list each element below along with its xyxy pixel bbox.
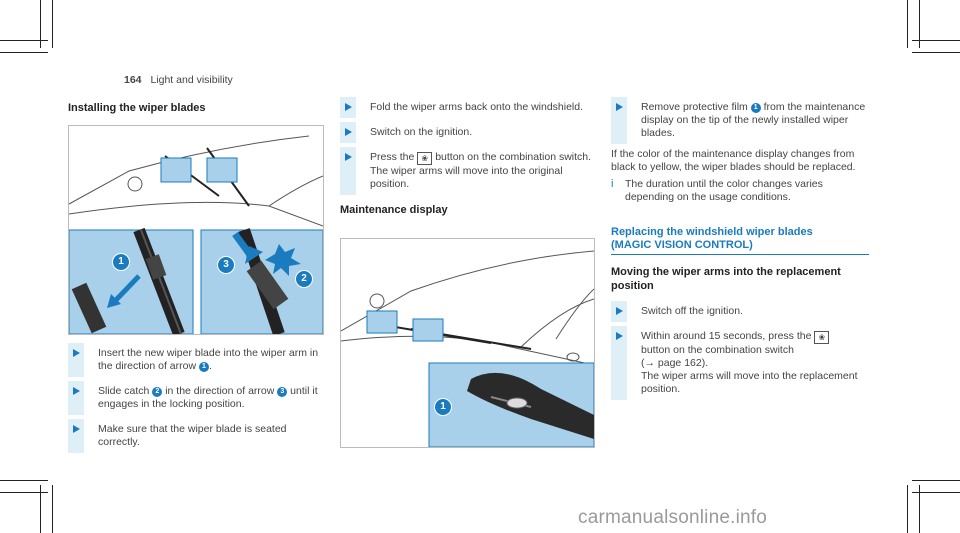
paragraph-color-change: If the color of the maintenance display … <box>611 148 856 173</box>
crop-mark <box>52 485 53 533</box>
crop-mark <box>0 492 48 493</box>
step-press-within-15s: Within around 15 seconds, press the ❀ bu… <box>611 326 869 400</box>
step-remove-film: Remove protective film 1 from the mainte… <box>611 97 869 144</box>
step-insert-blade: Insert the new wiper blade into the wipe… <box>68 343 324 377</box>
callout-2: 2 <box>295 270 313 288</box>
section-title-magic-vision: (MAGIC VISION CONTROL) <box>611 239 753 251</box>
wiper-installation-illustration <box>69 135 323 334</box>
step-arrow-icon <box>345 103 352 111</box>
subheading-moving-wiper-arms: Moving the wiper arms into the replaceme… <box>611 266 841 278</box>
step-ignition-off: Switch off the ignition. <box>611 301 869 322</box>
section-title-replacing-wiper-blades: Replacing the windshield wiper blades <box>611 226 813 238</box>
figure-wiper-installation: 1 3 2 <box>68 125 324 335</box>
crop-mark <box>0 40 48 41</box>
step-arrow-icon <box>616 103 623 111</box>
column-3-content: Remove protective film 1 from the mainte… <box>611 97 869 400</box>
crop-mark <box>0 52 48 53</box>
step-arrow-icon <box>73 349 80 357</box>
ref-3: 3 <box>277 387 288 397</box>
info-icon: i <box>611 178 614 190</box>
subheading-position: position <box>611 280 654 292</box>
step-fold-arms: Fold the wiper arms back onto the windsh… <box>340 97 596 118</box>
column-1-steps: Insert the new wiper blade into the wipe… <box>68 343 324 453</box>
watermark: carmanualsonline.info <box>578 507 768 528</box>
step-arrow-icon <box>345 153 352 161</box>
crop-mark <box>919 485 920 533</box>
crop-mark <box>919 0 920 48</box>
crop-mark <box>912 480 960 481</box>
page-header: 164 Light and visibility <box>124 74 233 86</box>
crop-mark <box>912 40 960 41</box>
wiper-button-icon: ❀ <box>814 331 830 344</box>
ref-1: 1 <box>750 103 761 113</box>
step-arrow-icon <box>73 425 80 433</box>
step-arrow-icon <box>73 387 80 395</box>
step-check-seated: Make sure that the wiper blade is seated… <box>68 419 324 453</box>
step-press-button: Press the ❀ button on the combination sw… <box>340 147 596 195</box>
column-2-steps: Fold the wiper arms back onto the windsh… <box>340 97 596 217</box>
wiper-button-icon: ❀ <box>417 152 433 165</box>
info-note: i The duration until the color changes v… <box>611 178 823 203</box>
section-divider <box>611 254 869 255</box>
step-arrow-icon <box>616 332 623 340</box>
callout-3: 3 <box>217 256 235 274</box>
crop-mark <box>0 480 48 481</box>
figure-maintenance-display: 1 <box>340 238 595 448</box>
crop-mark <box>52 0 53 48</box>
callout-1-maintenance: 1 <box>434 398 452 416</box>
crop-mark <box>912 52 960 53</box>
step-arrow-icon <box>616 307 623 315</box>
ref-2: 2 <box>152 387 163 397</box>
page-reference-link[interactable]: (→ page 162). <box>641 357 709 369</box>
crop-mark <box>40 485 41 533</box>
section-title: Light and visibility <box>150 74 233 86</box>
crop-mark <box>912 492 960 493</box>
heading-installing-wiper-blades: Installing the wiper blades <box>68 102 206 114</box>
callout-1: 1 <box>112 253 130 271</box>
page-number: 164 <box>124 74 142 86</box>
step-arrow-icon <box>345 128 352 136</box>
maintenance-display-illustration <box>341 250 594 447</box>
ref-1: 1 <box>198 362 209 372</box>
crop-mark <box>907 485 908 533</box>
step-slide-catch: Slide catch 2 in the direction of arrow … <box>68 381 324 415</box>
crop-mark <box>40 0 41 48</box>
crop-mark <box>907 0 908 48</box>
heading-maintenance-display: Maintenance display <box>340 204 448 216</box>
step-ignition-on: Switch on the ignition. <box>340 122 596 143</box>
